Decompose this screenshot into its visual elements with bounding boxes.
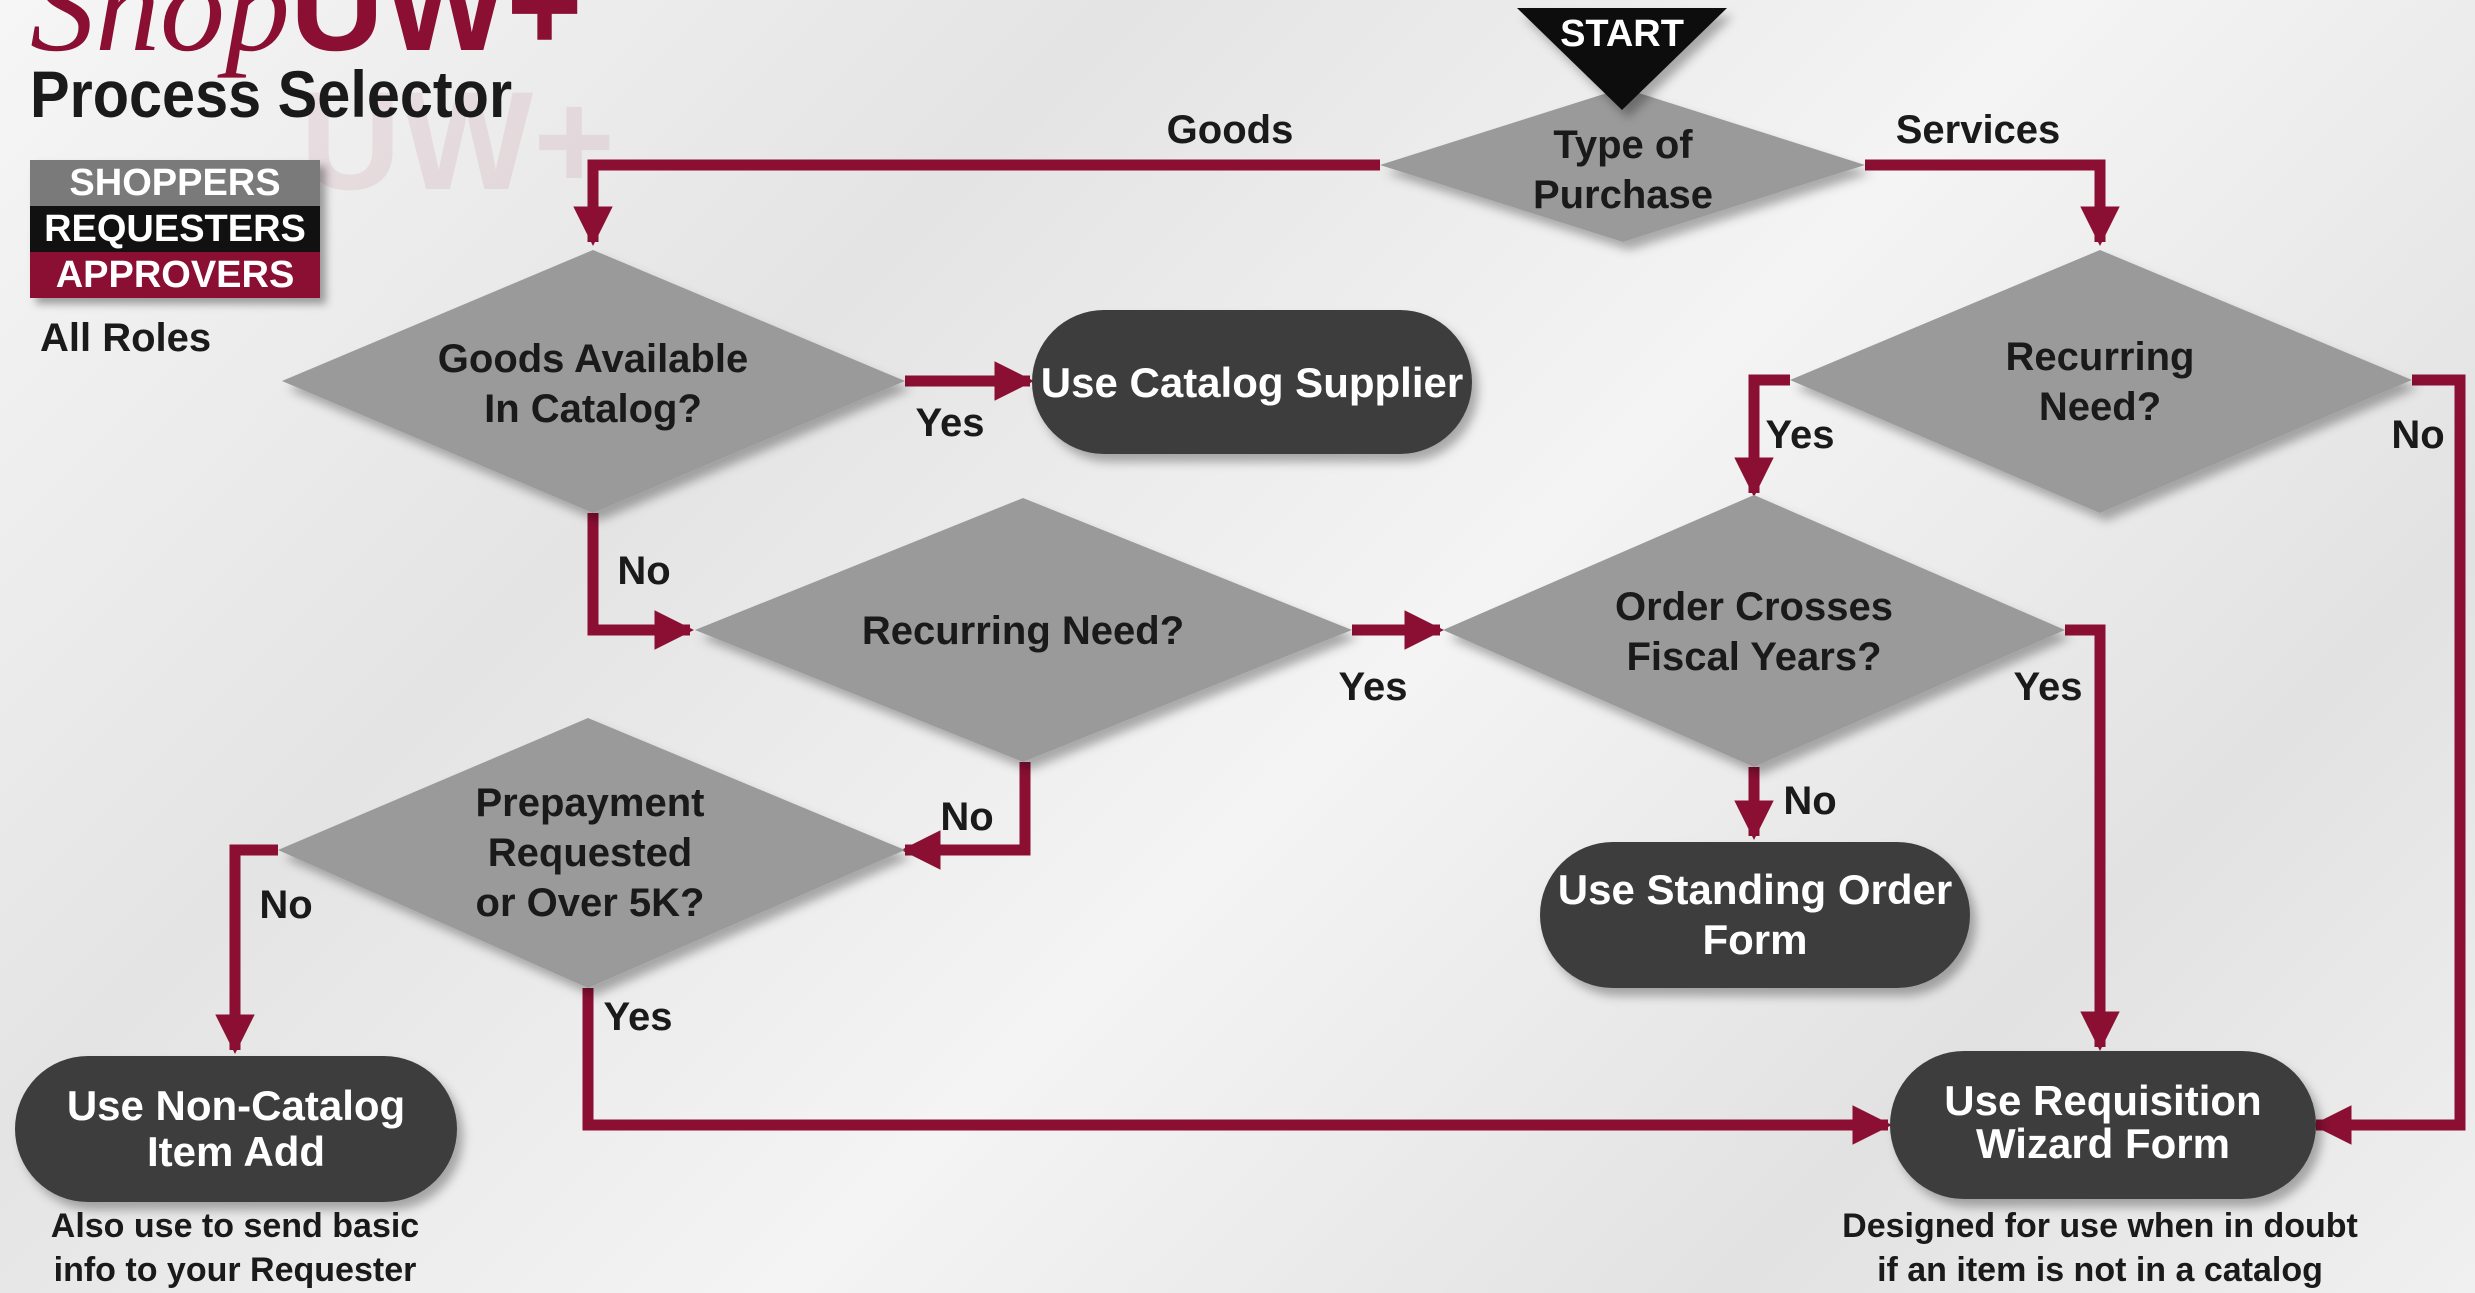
- edge-catalog-no: [587, 513, 694, 650]
- edge-goods-recurring-no: [901, 762, 1031, 870]
- edge-prepay-no: [215, 844, 278, 1054]
- edge-services: [1865, 159, 2120, 246]
- terminal-use-requisition: [1890, 1051, 2316, 1199]
- decision-fiscal-years: [1443, 495, 2065, 767]
- edge-label-catalog-yes: Yes: [916, 401, 985, 445]
- edge-prepay-yes: [582, 988, 1892, 1145]
- note-requisition: Designed for use when in doubt if an ite…: [1842, 1207, 2358, 1289]
- decision-recurring-services: [1790, 250, 2412, 513]
- edge-label-prepay-no: No: [259, 883, 312, 927]
- legend-approvers: APPROVERS: [30, 252, 320, 298]
- edge-label-services-recurring-yes: Yes: [1766, 413, 1835, 457]
- logo-shop-text: Shop: [30, 0, 290, 79]
- use-catalog-supplier-label: Use Catalog Supplier: [1041, 359, 1463, 406]
- edge-goods: [573, 159, 1380, 246]
- edge-services-recurring-yes: [1734, 374, 1790, 497]
- terminal-use-catalog-supplier: [1032, 310, 1472, 454]
- decision-goods-available: [282, 250, 905, 513]
- shopuw-logo: ShopUW+: [30, 0, 583, 82]
- edge-label-services-recurring-no: No: [2391, 413, 2444, 457]
- edge-label-fiscal-no: No: [1783, 779, 1836, 823]
- use-non-catalog-line-2: Item Add: [147, 1128, 325, 1175]
- type-of-purchase-line-2: Purchase: [1533, 173, 1713, 217]
- edge-label-services: Services: [1896, 108, 2061, 152]
- recurring-services-line-1: Recurring: [2006, 335, 2195, 379]
- all-roles-label: All Roles: [40, 316, 212, 360]
- prepayment-line-3: or Over 5K?: [476, 881, 705, 925]
- roles-legend: SHOPPERS REQUESTERS APPROVERS: [30, 160, 320, 298]
- edge-fiscal-yes: [2065, 624, 2120, 1051]
- page-title: Process Selector: [30, 57, 513, 131]
- terminal-use-non-catalog: [15, 1056, 457, 1202]
- legend-shoppers: SHOPPERS: [30, 160, 320, 206]
- recurring-goods-line-1: Recurring Need?: [862, 609, 1184, 653]
- edge-label-goods: Goods: [1167, 108, 1294, 152]
- decision-recurring-goods: [695, 498, 1352, 762]
- legend-requesters: REQUESTERS: [30, 206, 320, 252]
- goods-available-line-2: In Catalog?: [484, 387, 702, 431]
- decision-type-of-purchase: [1380, 88, 1865, 242]
- start-label: START: [1560, 13, 1684, 55]
- edge-label-fiscal-yes: Yes: [2014, 665, 2083, 709]
- use-non-catalog-line-1: Use Non-Catalog: [67, 1082, 405, 1129]
- terminal-use-standing-order: [1540, 842, 1970, 988]
- decision-prepayment: [278, 718, 905, 988]
- use-standing-order-line-2: Form: [1703, 916, 1808, 963]
- logo-watermark: UW+: [300, 62, 615, 219]
- use-requisition-line-1: Use Requisition: [1944, 1077, 2261, 1124]
- recurring-services-line-2: Need?: [2039, 385, 2161, 429]
- start-marker: [1517, 8, 1727, 110]
- prepayment-line-2: Requested: [488, 831, 693, 875]
- fiscal-years-line-1: Order Crosses: [1615, 585, 1893, 629]
- logo-uw-text: UW+: [290, 0, 583, 78]
- note-non-catalog: Also use to send basic info to your Requ…: [50, 1207, 420, 1289]
- use-requisition-line-2: Wizard Form: [1976, 1120, 2230, 1167]
- goods-available-line-1: Goods Available: [438, 337, 748, 381]
- edge-label-catalog-no: No: [617, 549, 670, 593]
- prepayment-line-1: Prepayment: [476, 781, 705, 825]
- use-standing-order-line-1: Use Standing Order: [1558, 866, 1952, 913]
- type-of-purchase-line-1: Type of: [1553, 123, 1693, 167]
- edge-label-prepay-yes: Yes: [604, 995, 673, 1039]
- edge-label-goods-recurring-no: No: [940, 795, 993, 839]
- fiscal-years-line-2: Fiscal Years?: [1627, 635, 1882, 679]
- edge-label-goods-recurring-yes: Yes: [1339, 665, 1408, 709]
- edge-services-recurring-no: [2312, 374, 2466, 1145]
